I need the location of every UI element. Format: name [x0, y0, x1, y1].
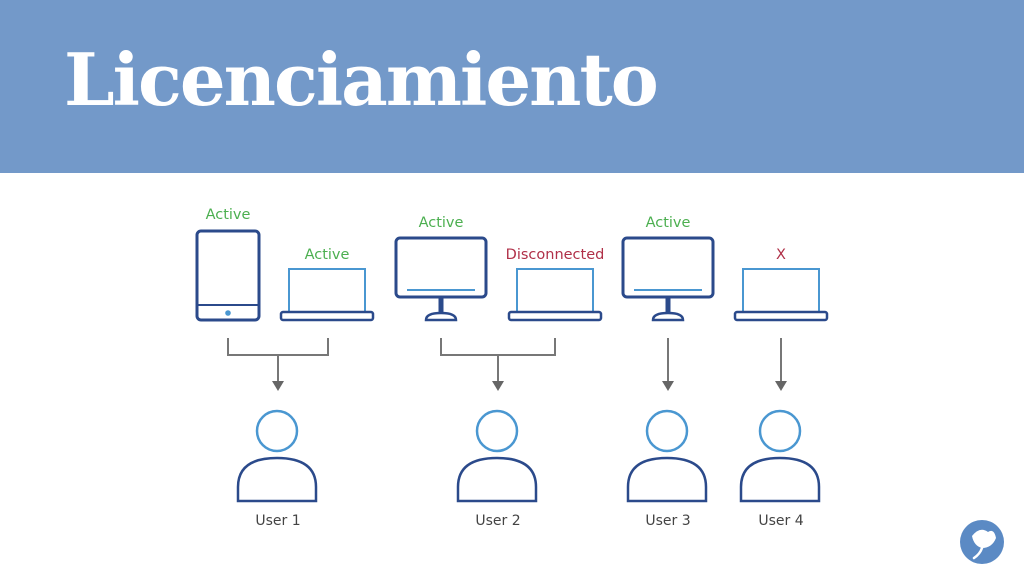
arrow-head-icon: [775, 381, 787, 391]
ginkgo-leaf-logo: [960, 520, 1004, 564]
slide-title: Licenciamiento: [64, 37, 659, 122]
user-avatar-icon: [626, 409, 708, 503]
status-label-desktop-user2: Active: [419, 215, 464, 231]
title-banner: Licenciamiento: [0, 0, 1024, 173]
connector-user2: [440, 338, 556, 382]
status-label-laptop-user1: Active: [305, 247, 350, 263]
user-label: User 1: [255, 513, 300, 529]
status-label-desktop-user3: Active: [646, 215, 691, 231]
status-label-tablet-user1: Active: [206, 207, 251, 223]
user-avatar-icon: [456, 409, 538, 503]
status-label-laptop-user4: X: [776, 247, 786, 263]
arrow-head-icon: [662, 381, 674, 391]
laptop-icon: [507, 268, 603, 322]
laptop-icon: [733, 268, 829, 322]
desktop-monitor-icon: [394, 236, 488, 322]
user-label: User 4: [758, 513, 803, 529]
user-avatar-icon: [739, 409, 821, 503]
desktop-monitor-icon: [621, 236, 715, 322]
laptop-icon: [279, 268, 375, 322]
user-label: User 3: [645, 513, 690, 529]
status-label-laptop-user2: Disconnected: [506, 247, 605, 263]
arrow-head-icon: [272, 381, 284, 391]
user-avatar-icon: [236, 409, 318, 503]
user-label: User 2: [475, 513, 520, 529]
tablet-icon: [195, 229, 261, 322]
connector-user1: [227, 338, 329, 382]
arrow-head-icon: [492, 381, 504, 391]
